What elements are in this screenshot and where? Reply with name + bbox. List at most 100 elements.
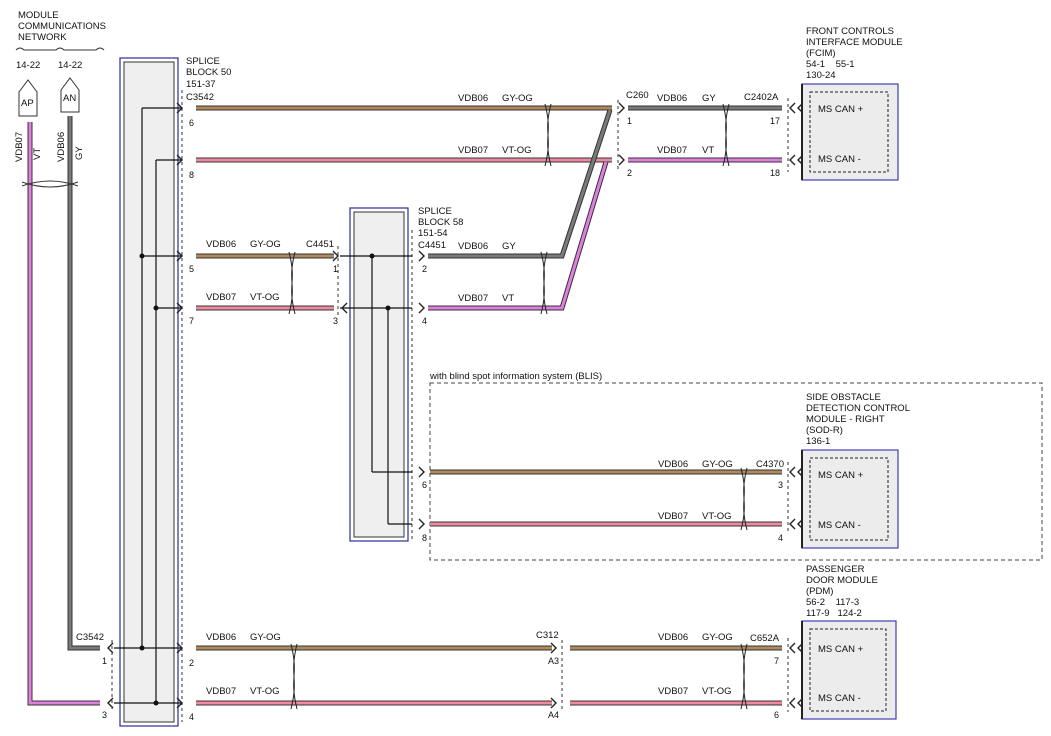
arrow-fcim-18 — [789, 154, 796, 166]
pin-net-1: 1 — [102, 656, 107, 666]
twist-top-1 — [544, 103, 552, 167]
net-left-circuit: VDB07 — [14, 132, 25, 162]
arrow-s50-5 — [176, 697, 183, 709]
fcim-refs-line2: 130-24 — [806, 70, 836, 81]
sodr-title-line3: MODULE - RIGHT — [806, 414, 885, 425]
wire-label-s58-4-circuit: VDB07 — [458, 293, 488, 304]
pin-s58-6: 6 — [422, 480, 427, 490]
pin-sod-4: 4 — [778, 533, 783, 543]
wire-label-s58-4-color: VT — [502, 293, 514, 304]
sodr-pin-plus: MS CAN + — [818, 470, 864, 481]
pin-net-3: 3 — [102, 710, 107, 720]
pin-c312-a4: A4 — [548, 710, 559, 720]
splice50-title-line1: SPLICE — [186, 56, 220, 67]
pin-c260-2: 2 — [627, 168, 632, 178]
pin-numbers: 6 8 5 7 2 4 1 2 17 18 1 3 2 4 6 8 3 4 1 … — [102, 116, 783, 722]
wire-label-s50-5-circuit: VDB06 — [206, 239, 236, 250]
pin-s58-4: 4 — [422, 316, 427, 326]
network-right-ref: 14-22 — [58, 60, 82, 71]
splice-block-50: SPLICE BLOCK 50 151-37 C3542 — [114, 56, 231, 727]
fcim-title-line1: FRONT CONTROLS — [806, 26, 894, 37]
wire-label-fcim-1-circuit: VDB06 — [657, 93, 687, 104]
wire-label-fcim-2-circuit: VDB07 — [657, 145, 687, 156]
fcim-module: FRONT CONTROLS INTERFACE MODULE (FCIM) 5… — [801, 26, 903, 181]
pin-s50-2: 2 — [189, 658, 194, 668]
pin-fcim-17: 17 — [770, 116, 780, 126]
splice58-ref: 151-54 — [418, 228, 448, 239]
wire-label-s50-2-color: GY-OG — [250, 632, 281, 643]
sodr-title-line4: (SOD-R) — [806, 425, 843, 436]
c3542-bottom-label: C3542 — [76, 632, 104, 643]
wire-label-s50-7-circuit: VDB07 — [206, 292, 236, 303]
wire-label-sod-8-color: VT-OG — [702, 511, 732, 522]
arrow-c260-1 — [618, 102, 625, 114]
fcim-title-line2: INTERFACE MODULE — [806, 37, 903, 48]
splice-block-58: SPLICE BLOCK 58 151-54 C4451 — [340, 206, 463, 542]
arrow-fcim-17 — [789, 102, 796, 114]
arrow-c260-2 — [618, 154, 625, 166]
splice50-title-line2: BLOCK 50 — [186, 67, 231, 78]
wire-label-s58-2-circuit: VDB06 — [458, 241, 488, 252]
arrow-s58-8 — [418, 518, 425, 530]
c2402a-label: C2402A — [744, 92, 779, 103]
network-title-line1: MODULE — [18, 10, 59, 21]
wire-label-pdm-a3-circuit: VDB06 — [658, 632, 688, 643]
pin-s50-5: 5 — [189, 264, 194, 274]
arrow-s58-6 — [418, 466, 425, 478]
pdm-module: PASSENGER DOOR MODULE (PDM) 56-2 117-3 1… — [801, 564, 897, 720]
network-title-line3: NETWORK — [18, 32, 67, 43]
sodr-title-line2: DETECTION CONTROL — [806, 403, 910, 414]
pin-c312-a3: A3 — [548, 656, 559, 666]
arrow-pdm-6 — [789, 697, 796, 709]
arrow-net-1 — [107, 642, 114, 654]
wire-diag-gy — [540, 109, 612, 258]
pin-c4451-1: 1 — [333, 264, 338, 274]
network-left-ref: 14-22 — [16, 60, 40, 71]
wire-label-s50-2-circuit: VDB06 — [206, 632, 236, 643]
ap-tag: AP — [21, 98, 34, 109]
wire-label-s50-5-color: GY-OG — [250, 239, 281, 250]
an-tag: AN — [63, 93, 76, 104]
wire-labels: VDB06 GY-OG VDB07 VT-OG VDB06 GY VDB07 V… — [206, 93, 733, 697]
arrow-sod-3 — [789, 466, 796, 478]
wires — [107, 98, 804, 712]
c4370-label: C4370 — [756, 459, 784, 470]
wire-label-s58-2-color: GY — [502, 241, 516, 252]
arrow-s50-3 — [176, 302, 183, 314]
pin-pdm-6: 6 — [774, 710, 779, 720]
fcim-pin-minus: MS CAN - — [818, 154, 861, 165]
arrow-s58-2 — [418, 250, 425, 262]
splice50-ref: 151-37 — [186, 79, 216, 90]
pin-s50-6: 6 — [189, 118, 194, 128]
c3542-label: C3542 — [186, 92, 214, 103]
wire-label-sod-6-circuit: VDB06 — [658, 459, 688, 470]
network-wires — [21, 116, 100, 706]
splice58-title-line1: SPLICE — [418, 206, 452, 217]
pdm-title-line3: (PDM) — [806, 586, 833, 597]
blis-region: with blind spot information system (BLIS… — [429, 371, 1043, 561]
twist-mid-2 — [540, 251, 548, 315]
c312-label: C312 — [536, 630, 559, 641]
pin-s50-8: 8 — [189, 170, 194, 180]
module-communications-network: MODULE COMMUNICATIONS NETWORK 14-22 14-2… — [14, 10, 106, 162]
net-left-color: VT — [32, 148, 43, 160]
wire-label-pdm-a4-circuit: VDB07 — [658, 686, 688, 697]
wire-label-fcim-1-color: GY — [702, 93, 716, 104]
arrow-s50-1 — [176, 154, 183, 166]
c652a-label: C652A — [750, 633, 780, 644]
net-right-color: GY — [74, 146, 85, 160]
fcim-refs-line1: 54-1 55-1 — [806, 59, 855, 70]
arrow-sod-4 — [789, 518, 796, 530]
wire-label-sod-6-color: GY-OG — [702, 459, 733, 470]
twist-sod — [740, 467, 748, 531]
pdm-refs-line1: 56-2 117-3 — [806, 597, 859, 608]
c4451-right-label: C4451 — [418, 240, 446, 251]
arrow-c312-a3 — [550, 642, 557, 654]
twist-mid-1 — [288, 251, 296, 315]
sodr-pin-minus: MS CAN - — [818, 520, 861, 531]
sodr-refs-line1: 136-1 — [806, 436, 830, 447]
splice58-title-line2: BLOCK 58 — [418, 217, 463, 228]
pdm-pin-plus: MS CAN + — [818, 644, 864, 655]
pin-fcim-18: 18 — [770, 168, 780, 178]
